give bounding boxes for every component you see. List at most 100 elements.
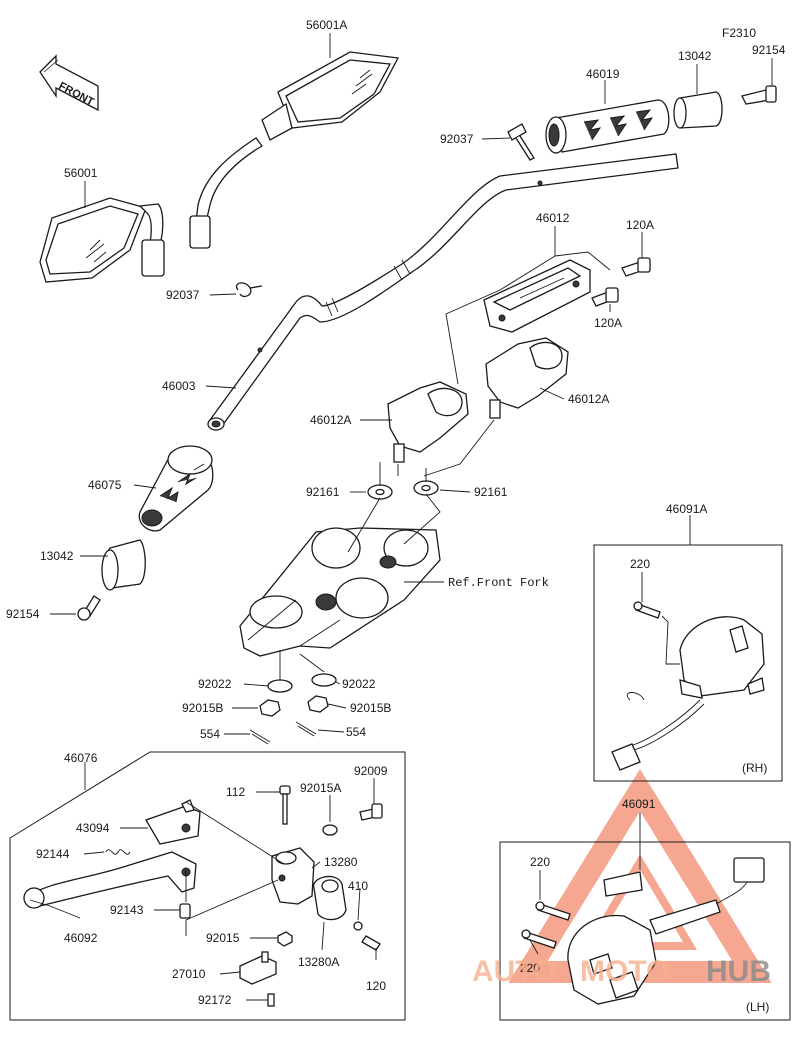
label-92015B-right: 92015B — [350, 701, 391, 715]
nut-92015B-b — [307, 695, 329, 713]
bolt-120A-a — [621, 257, 651, 277]
label-46092: 46092 — [64, 931, 98, 945]
bar-end-weight-right — [673, 91, 723, 129]
watermark-text-left: AUTO — [472, 955, 556, 988]
clip-92037-bar — [235, 282, 263, 298]
label-92022-left: 92022 — [198, 677, 232, 691]
label-92143: 92143 — [110, 903, 144, 917]
label-410: 410 — [348, 879, 368, 893]
label-46019: 46019 — [586, 67, 620, 81]
screw-92154-right — [741, 85, 777, 105]
label-46012A-left: 46012A — [310, 413, 351, 427]
grip-right — [545, 99, 670, 154]
label-92022-right: 92022 — [342, 677, 376, 691]
label-92015: 92015 — [206, 931, 240, 945]
handlebar-holder-lower-left — [387, 381, 469, 463]
cotter-pin-554-a — [249, 729, 271, 745]
switch-housing-left — [567, 857, 765, 1005]
label-13280: 13280 — [324, 855, 358, 869]
screw-92154-left — [77, 595, 101, 621]
leader-lines — [29, 33, 773, 1001]
label-92015A: 92015A — [300, 781, 341, 795]
label-13042-left: 13042 — [40, 549, 74, 563]
screw-220-lh-a — [535, 901, 571, 921]
label-rh: (RH) — [742, 761, 767, 775]
mirror-left — [39, 197, 165, 283]
lever-assy-box — [9, 751, 406, 1021]
label-120: 120 — [366, 979, 386, 993]
label-56001A: 56001A — [306, 18, 347, 32]
label-lh: (LH) — [746, 1000, 769, 1014]
label-46075: 46075 — [88, 478, 122, 492]
bracket-43094 — [145, 799, 201, 845]
label-92037-top: 92037 — [440, 132, 474, 146]
lever-holder-13280 — [271, 847, 315, 905]
watermark-text-mid: MOTO — [580, 955, 669, 988]
label-120A-a: 120A — [626, 218, 654, 232]
switch-27010 — [239, 951, 277, 985]
watermark-text-right: HUB — [706, 955, 771, 988]
bar-end-weight-left — [101, 539, 146, 591]
rh-switch-box — [593, 544, 783, 782]
label-56001: 56001 — [64, 166, 98, 180]
washer-92022-b — [311, 673, 337, 687]
label-46091A: 46091A — [666, 502, 707, 516]
label-46091: 46091 — [622, 797, 656, 811]
label-92172: 92172 — [198, 993, 232, 1007]
switch-housing-right — [611, 616, 765, 771]
label-ref-front-fork: Ref.Front Fork — [448, 576, 549, 590]
bolt-120 — [361, 935, 381, 951]
washer-410 — [353, 921, 363, 931]
label-46012A-right: 46012A — [568, 392, 609, 406]
label-92154-top: 92154 — [752, 43, 786, 57]
label-92015B-left: 92015B — [182, 701, 223, 715]
label-554-left: 554 — [200, 727, 220, 741]
label-92037-bar: 92037 — [166, 288, 200, 302]
collar-92143 — [179, 903, 191, 919]
label-220-rh: 220 — [630, 557, 650, 571]
screw-220-lh-b — [521, 929, 557, 949]
washer-92015A — [322, 824, 338, 836]
label-92009: 92009 — [354, 764, 388, 778]
label-120A-b: 120A — [594, 316, 622, 330]
handlebar-holder-upper — [483, 259, 591, 333]
pin-92037-top — [507, 123, 535, 161]
screw-220-rh — [633, 601, 661, 619]
label-554-right: 554 — [346, 725, 366, 739]
nut-92015B-a — [259, 699, 281, 717]
label-92144: 92144 — [36, 847, 70, 861]
grip-left — [138, 445, 214, 532]
label-92161-left: 92161 — [306, 485, 340, 499]
nut-92015 — [277, 931, 293, 947]
bolt-112 — [279, 785, 291, 825]
label-46012: 46012 — [536, 211, 570, 225]
label-46003: 46003 — [162, 379, 196, 393]
screw-92172 — [267, 993, 275, 1007]
screw-92009 — [359, 803, 383, 821]
label-43094: 43094 — [76, 821, 110, 835]
callout-labels: 56001A 56001 46019 13042 92154 92037 460… — [6, 18, 786, 1014]
watermark-text: AUTO MOTO HUB — [472, 955, 771, 988]
washer-92022-a — [267, 679, 293, 693]
cotter-pin-554-b — [295, 721, 317, 737]
label-220-lh-b: 220 — [520, 961, 540, 975]
label-13280A: 13280A — [298, 955, 339, 969]
front-arrow-icon: FRONT — [39, 54, 99, 112]
label-92161-right: 92161 — [474, 485, 508, 499]
label-46076: 46076 — [64, 751, 98, 765]
drawing-code: F2310 — [722, 26, 756, 40]
mirror-right — [189, 51, 400, 249]
clamp-13280A — [313, 875, 347, 921]
handlebar — [207, 153, 679, 431]
spring-92144 — [105, 849, 131, 855]
label-220-lh-a: 220 — [530, 855, 550, 869]
label-13042-top: 13042 — [678, 49, 712, 63]
label-27010: 27010 — [172, 967, 206, 981]
bolt-120A-b — [591, 287, 619, 307]
lh-switch-box — [499, 841, 791, 1021]
handlebar-holder-lower-right — [485, 337, 569, 419]
steering-stem-head — [239, 527, 441, 657]
label-92154-left: 92154 — [6, 607, 40, 621]
